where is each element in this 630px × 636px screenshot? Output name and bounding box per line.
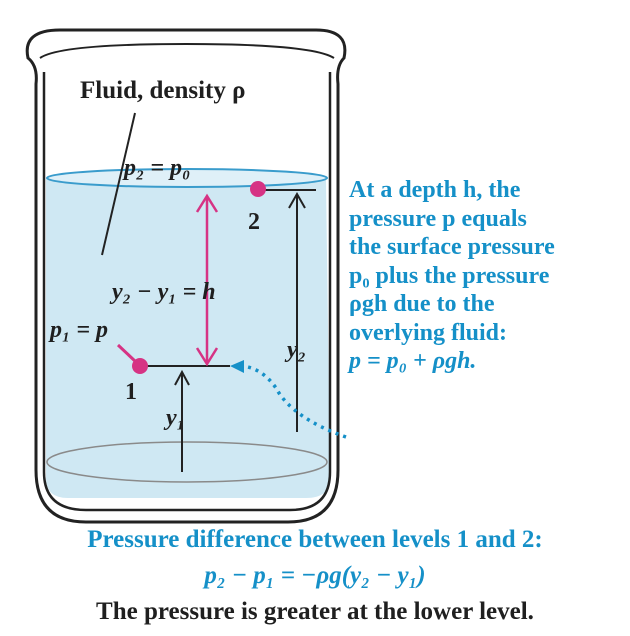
p2-equation-label: p₂ = p₀ (124, 155, 191, 181)
caption-equation: p₂ − p₁ = −ρg(y₂ − y₁) (204, 562, 426, 589)
callout-line-2: pressure p equals (349, 205, 527, 232)
caption-line-1: Pressure difference between levels 1 and… (87, 526, 543, 553)
beaker-rim (39, 42, 335, 59)
callout-line-3: the surface pressure (349, 234, 555, 260)
caption-line-3: The pressure is greater at the lower lev… (96, 598, 534, 625)
point-2-marker (250, 181, 266, 197)
y1-label: y₁ (166, 405, 186, 431)
p1-equation-label: p₁ = p (50, 317, 109, 343)
beaker-inner-wall (42, 72, 332, 512)
delta-y-label: y₂ − y₁ = h (112, 279, 216, 305)
fluid-label-pointer (101, 112, 136, 256)
callout-text: At a depth h, the pressure p equals the … (349, 176, 630, 376)
callout-line-1: At a depth h, the (349, 177, 521, 203)
beaker-glass-outline (25, 28, 347, 524)
p1-pointer (116, 343, 138, 364)
point-2-label: 2 (248, 209, 260, 235)
callout-line-6: overlying fluid: (349, 319, 508, 346)
y2-arrowhead (288, 191, 306, 209)
fluid-body (46, 171, 330, 498)
callout-line-5: ρgh due to the (349, 291, 495, 317)
callout-line-4: p₀ plus the pressure (349, 262, 550, 289)
y1-arrowhead (174, 369, 190, 386)
h-arrowhead-bottom (195, 347, 219, 367)
callout-formula: p = p₀ + ρgh. (349, 348, 477, 374)
beaker-bottom (46, 441, 328, 483)
callout-arrowhead (230, 360, 244, 373)
fluid-label: Fluid, density ρ (80, 77, 246, 104)
point-1-label: 1 (125, 379, 137, 405)
y2-label: y₂ (287, 337, 307, 363)
h-arrowhead-top (195, 193, 219, 213)
point-1-marker (132, 358, 148, 374)
